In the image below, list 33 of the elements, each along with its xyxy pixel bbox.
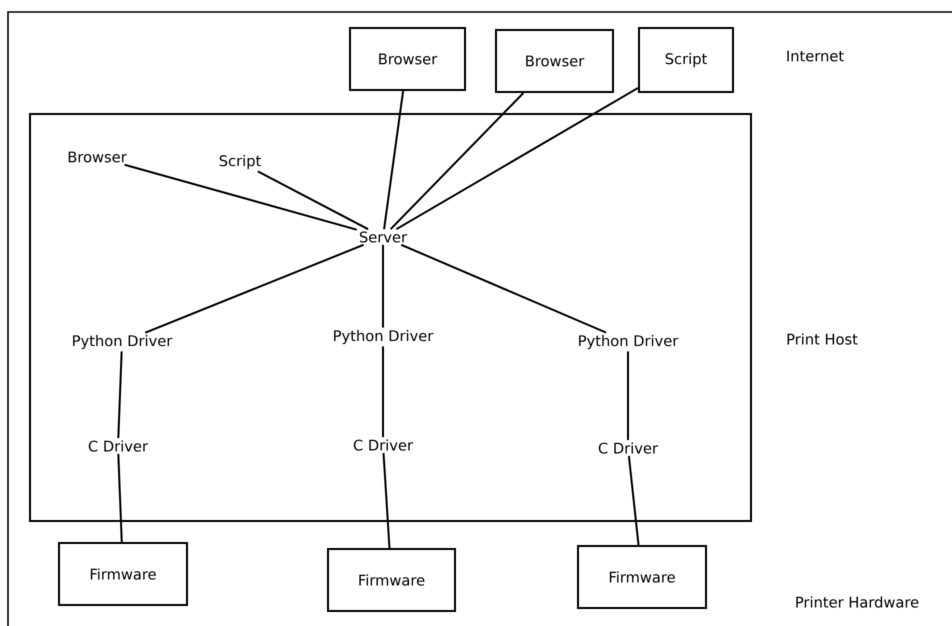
node-label: Script <box>220 154 261 170</box>
connector-line <box>390 92 524 230</box>
process-box: Browser <box>495 29 614 93</box>
connector-line <box>144 244 364 334</box>
process-box: Firmware <box>577 545 707 609</box>
process-box: Browser <box>349 27 466 91</box>
connector-line <box>257 170 369 230</box>
layer-label: Internet <box>787 50 844 62</box>
node-label: C Driver <box>354 439 413 451</box>
connector-line <box>382 244 384 328</box>
connector-line <box>117 454 123 542</box>
node-label: Python Driver <box>73 334 172 350</box>
connector-line <box>628 456 640 546</box>
layer-label: Print Host <box>788 333 858 345</box>
connector-line <box>124 164 357 231</box>
connector-line <box>396 87 639 230</box>
connector-line <box>117 351 123 438</box>
node-label: Server <box>360 231 408 243</box>
connector-line <box>383 90 404 230</box>
connector-line <box>382 452 390 548</box>
node-label: C Driver <box>88 440 148 452</box>
connector-line <box>400 244 607 334</box>
connector-line <box>627 351 629 440</box>
connector-line <box>382 346 384 438</box>
layer-label: Printer Hardware <box>796 596 918 608</box>
node-label: C Driver <box>598 442 658 454</box>
process-box: Firmware <box>327 548 456 612</box>
process-box: Script <box>638 27 734 93</box>
host-boundary-box <box>29 113 752 522</box>
node-label: Python Driver <box>579 334 678 350</box>
node-label: Browser <box>68 152 127 162</box>
node-label: Python Driver <box>334 330 434 344</box>
process-box: Firmware <box>58 542 188 606</box>
